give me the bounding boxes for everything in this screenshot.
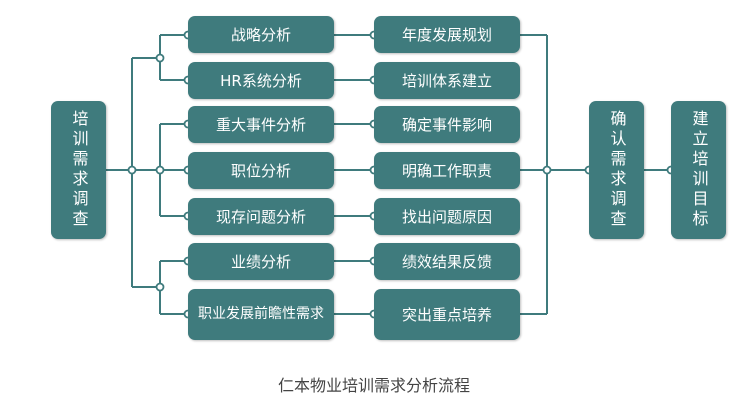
establish-training-goals-box: 建立培训目标 [671, 101, 726, 239]
result-box-key-training: 突出重点培养 [374, 289, 520, 340]
training-needs-survey-box: 培训需求调查 [51, 101, 106, 239]
junction-dot-middle [155, 165, 165, 175]
result-box-problem-causes: 找出问题原因 [374, 198, 520, 235]
junction-dot-bottom [155, 282, 165, 292]
analysis-box-position: 职位分析 [188, 152, 334, 189]
result-box-event-impact: 确定事件影响 [374, 106, 520, 143]
analysis-box-existing-problems: 现存问题分析 [188, 198, 334, 235]
analysis-box-strategy: 战略分析 [188, 16, 334, 53]
junction-dot-right [542, 165, 552, 175]
result-box-job-duties: 明确工作职责 [374, 152, 520, 189]
analysis-box-hr-system: HR系统分析 [188, 62, 334, 99]
result-box-training-system: 培训体系建立 [374, 62, 520, 99]
result-box-performance-feedback: 绩效结果反馈 [374, 243, 520, 280]
junction-dot-left [127, 165, 137, 175]
result-box-annual-plan: 年度发展规划 [374, 16, 520, 53]
analysis-box-performance: 业绩分析 [188, 243, 334, 280]
analysis-box-major-events: 重大事件分析 [188, 106, 334, 143]
analysis-box-career-development: 职业发展前瞻性需求 [188, 289, 334, 340]
confirm-needs-survey-box: 确认需求调查 [589, 101, 644, 239]
junction-dot-top [155, 53, 165, 63]
diagram-caption: 仁本物业培训需求分析流程 [277, 376, 470, 395]
